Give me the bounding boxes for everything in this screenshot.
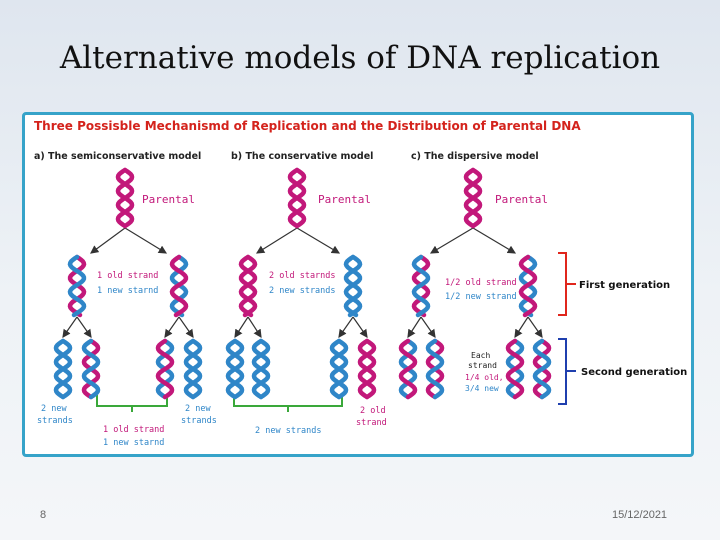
model-b-title: b) The conservative model bbox=[231, 151, 373, 162]
slide-date: 15/12/2021 bbox=[612, 509, 668, 521]
model-c-gen2-helix-3 bbox=[505, 338, 525, 400]
model-c-gen2-helix-4 bbox=[532, 338, 552, 400]
model-b-gen1-label-old: 2 old starnds bbox=[269, 271, 336, 281]
model-c-gen2-new-fraction: 3/4 new bbox=[465, 384, 499, 393]
model-b-gen1-helix-right bbox=[343, 254, 363, 318]
model-b-gen2-helix-4 bbox=[357, 338, 377, 400]
model-c-gen2-old-fraction: 1/4 old, bbox=[465, 373, 504, 382]
model-a-gen1-helix-right bbox=[169, 254, 189, 318]
model-c-gen2-strand: strand bbox=[468, 361, 497, 370]
model-a-gen2-helix-4 bbox=[183, 338, 203, 400]
model-b-gen1-label-new: 2 new strands bbox=[269, 286, 336, 296]
model-a-parental-label: Parental bbox=[142, 193, 195, 206]
model-b-gen2-old-label-1: 2 old bbox=[360, 406, 386, 416]
model-a-parental-helix bbox=[115, 167, 135, 229]
figure-canvas: Three Possisble Mechanismd of Replicatio… bbox=[34, 119, 687, 448]
model-c-gen1-label-old: 1/2 old strand bbox=[445, 278, 517, 288]
model-a-gen2-right-label-1: 2 new bbox=[185, 404, 211, 414]
model-a-gen1-helix-left bbox=[67, 254, 87, 318]
model-b-gen2-new-label: 2 new strands bbox=[255, 426, 322, 436]
model-c-title: c) The dispersive model bbox=[411, 151, 539, 162]
model-b-gen2-bracket bbox=[233, 395, 343, 412]
page-number: 8 bbox=[40, 509, 47, 521]
model-c-gen1-label-new: 1/2 new strand bbox=[445, 292, 517, 302]
second-generation-label: Second generation bbox=[581, 367, 687, 378]
model-b-gen2-old-label-2: strand bbox=[356, 418, 387, 428]
model-a-gen2-right-label-2: strands bbox=[181, 416, 217, 426]
model-a-gen1-label-new: 1 new starnd bbox=[97, 286, 158, 296]
figure-heading: Three Possisble Mechanismd of Replicatio… bbox=[34, 119, 581, 133]
model-a-gen2-bracket bbox=[96, 395, 168, 412]
arrows-gen1-to-gen2 bbox=[62, 316, 543, 339]
arrows-parental-to-gen1 bbox=[90, 227, 517, 254]
model-a-gen2-mid-label-old: 1 old strand bbox=[103, 425, 164, 435]
model-c-gen2-helix-2 bbox=[425, 338, 445, 400]
model-c-parental-helix bbox=[463, 167, 483, 229]
model-c-gen2-each: Each bbox=[471, 351, 490, 360]
slide-title: Alternative models of DNA replication bbox=[59, 40, 661, 76]
model-b-gen1-helix-left bbox=[238, 254, 258, 318]
second-generation-bracket bbox=[558, 338, 576, 405]
model-b-gen2-helix-2 bbox=[251, 338, 271, 400]
model-b-gen2-helix-3 bbox=[329, 338, 349, 400]
first-generation-label: First generation bbox=[579, 280, 670, 291]
model-a-gen2-helix-2 bbox=[81, 338, 101, 400]
model-a-gen2-mid-label-new: 1 new starnd bbox=[103, 438, 164, 448]
model-a-gen2-helix-1 bbox=[53, 338, 73, 400]
model-b-parental-helix bbox=[287, 167, 307, 229]
model-a-title: a) The semiconservative model bbox=[34, 151, 201, 162]
replication-figure: Three Possisble Mechanismd of Replicatio… bbox=[22, 112, 694, 457]
model-c-parental-label: Parental bbox=[495, 193, 548, 206]
model-a-gen1-label-old: 1 old strand bbox=[97, 271, 158, 281]
model-c-gen1-helix-left bbox=[411, 254, 431, 318]
model-a-gen2-helix-3 bbox=[155, 338, 175, 400]
model-b-parental-label: Parental bbox=[318, 193, 371, 206]
model-a-gen2-left-label-2: strands bbox=[37, 416, 73, 426]
model-b-gen2-helix-1 bbox=[225, 338, 245, 400]
model-c-gen2-helix-1 bbox=[398, 338, 418, 400]
dna-helices bbox=[53, 167, 552, 400]
model-c-gen1-helix-right bbox=[518, 254, 538, 318]
first-generation-bracket bbox=[558, 252, 576, 316]
model-a-gen2-left-label-1: 2 new bbox=[41, 404, 67, 414]
